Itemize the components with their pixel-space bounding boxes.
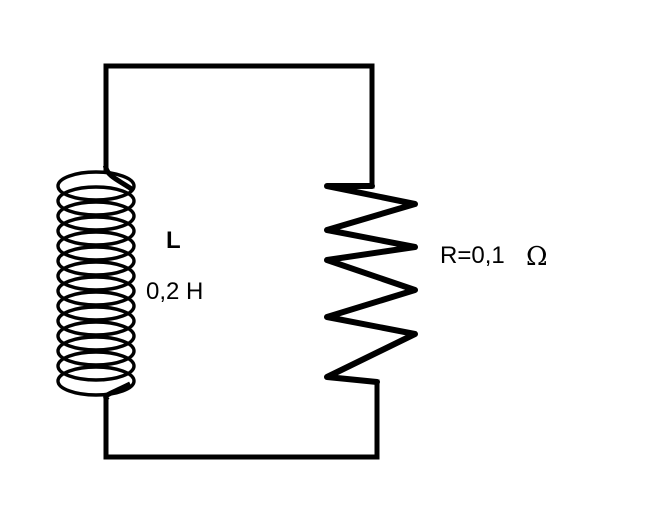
coil-turn-back (56, 185, 136, 202)
coil-turn-back (56, 305, 136, 322)
resistor-zigzag (324, 183, 418, 385)
coil-turn-back (56, 215, 136, 232)
coil-turn-front (56, 245, 136, 262)
coil-turn-front (56, 185, 136, 202)
top-wire (103, 63, 375, 189)
inductor-coil-back-loops (56, 170, 136, 382)
coil-turn-back (56, 335, 136, 352)
coil-turn-back (56, 200, 136, 217)
coil-turn-back (56, 245, 136, 262)
bottom-wire (103, 379, 380, 460)
coil-turn-front (56, 320, 136, 337)
coil-lead-top (102, 164, 134, 192)
coil-turn-front (56, 365, 136, 382)
coil-turn-back (56, 320, 136, 337)
coil-turn-back (56, 350, 136, 367)
coil-turn-front (56, 350, 136, 367)
inductor-symbol-label: L (166, 227, 181, 254)
coil-turn-front (56, 230, 136, 247)
inductor-coil-front-loops (56, 164, 136, 402)
inductor-coil (56, 164, 136, 402)
coil-turn-front (56, 305, 136, 322)
coil-turn-front (56, 380, 136, 397)
coil-turn-front (56, 290, 136, 307)
coil-turn-back (56, 365, 136, 382)
coil-turn-back (56, 290, 136, 307)
coil-turn-front (56, 215, 136, 232)
coil-turn-back (56, 230, 136, 247)
coil-lead-bottom (103, 381, 132, 402)
coil-turn-front (56, 335, 136, 352)
resistor-value-label: R=0,1 (440, 242, 505, 269)
coil-turn-front (56, 260, 136, 277)
coil-turn-front (56, 200, 136, 217)
ohm-symbol: Ω (526, 242, 548, 272)
inductor-value-label: 0,2 H (146, 278, 203, 305)
coil-turn-back (56, 260, 136, 277)
coil-turn-back (56, 275, 136, 292)
coil-turn-back (56, 170, 136, 187)
coil-turn-front (56, 275, 136, 292)
